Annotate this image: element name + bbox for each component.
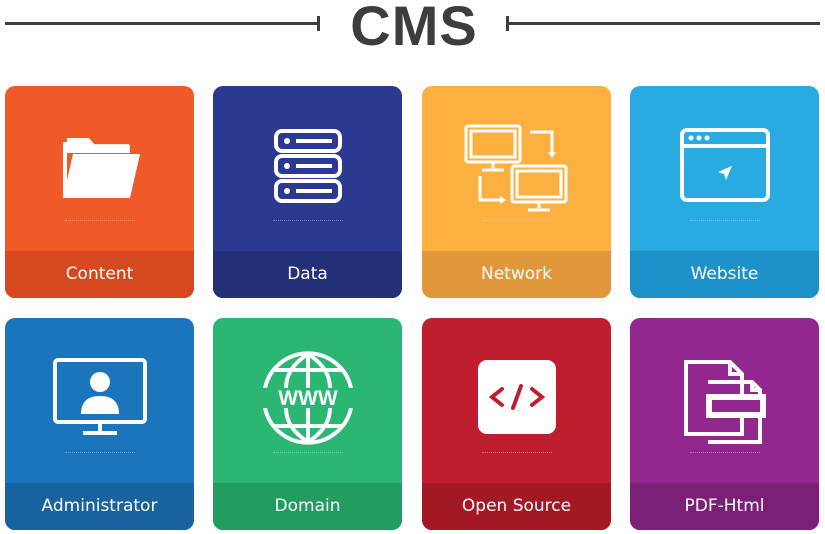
tile-label: PDF-Html bbox=[630, 483, 819, 530]
title-rule-left-cap bbox=[317, 16, 320, 31]
tile-website[interactable]: Website bbox=[630, 86, 819, 298]
tile-label: Network bbox=[422, 251, 611, 298]
title-rule-right bbox=[508, 22, 820, 25]
browser-window-icon bbox=[630, 86, 819, 248]
tile-open-source[interactable]: Open Source bbox=[422, 318, 611, 530]
tile-pdf-html[interactable]: PDF-Html bbox=[630, 318, 819, 530]
network-icon bbox=[422, 86, 611, 248]
tile-data[interactable]: Data bbox=[213, 86, 402, 298]
code-icon bbox=[422, 318, 611, 480]
tile-label: Content bbox=[5, 251, 194, 298]
document-convert-icon bbox=[630, 318, 819, 480]
tile-network[interactable]: Network bbox=[422, 86, 611, 298]
tile-divider bbox=[689, 220, 760, 221]
server-icon bbox=[213, 86, 402, 248]
tile-divider bbox=[689, 452, 760, 453]
tile-label: Data bbox=[213, 251, 402, 298]
svg-text:WWW: WWW bbox=[278, 387, 338, 410]
tile-administrator[interactable]: Administrator bbox=[5, 318, 194, 530]
tile-content[interactable]: Content bbox=[5, 86, 194, 298]
page-title: CMS bbox=[350, 0, 478, 57]
tile-divider bbox=[481, 220, 552, 221]
user-monitor-icon bbox=[5, 318, 194, 480]
tile-label: Domain bbox=[213, 483, 402, 530]
title-rule-right-cap bbox=[506, 16, 509, 31]
tile-domain[interactable]: WWW Domain bbox=[213, 318, 402, 530]
tile-divider bbox=[272, 220, 343, 221]
title-rule-left bbox=[5, 22, 320, 25]
tile-label: Website bbox=[630, 251, 819, 298]
folder-icon bbox=[5, 86, 194, 248]
www-globe-icon: WWW bbox=[213, 318, 402, 480]
tile-label: Administrator bbox=[5, 483, 194, 530]
tile-divider bbox=[481, 452, 552, 453]
tile-divider bbox=[64, 220, 135, 221]
tile-label: Open Source bbox=[422, 483, 611, 530]
tile-divider bbox=[64, 452, 135, 453]
tile-divider bbox=[272, 452, 343, 453]
